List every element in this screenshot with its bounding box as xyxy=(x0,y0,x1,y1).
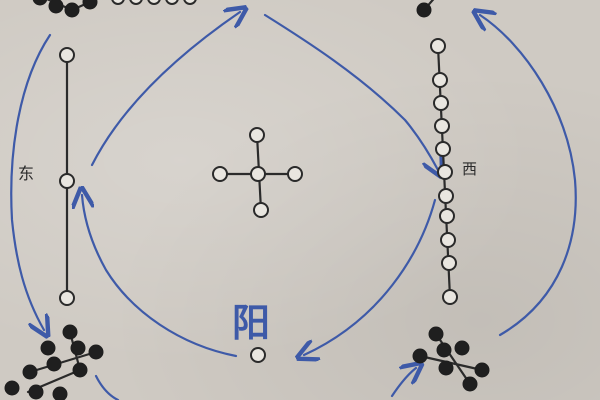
label-east: 东 xyxy=(18,164,35,183)
label-yang: 阳 xyxy=(232,301,271,345)
blue-arrow-top-to-west xyxy=(263,13,438,170)
blue-arrow-east-to-top xyxy=(90,12,240,167)
bottom-single-node xyxy=(250,347,266,363)
blue-arrow-right-up xyxy=(480,15,577,337)
east-vertical-figure xyxy=(59,47,75,306)
blue-arrow-bottom-right-small xyxy=(390,368,416,398)
blue-arrow-west-to-bottom xyxy=(304,198,437,355)
bottom-right-filled-figure xyxy=(412,326,490,392)
blue-arrow-bottom-left-small xyxy=(94,374,120,400)
west-vertical-figure xyxy=(430,38,458,305)
center-cross-figure xyxy=(212,127,303,218)
top-left-filled-figure xyxy=(32,0,98,18)
blue-arrow-bottom-to-east xyxy=(82,195,238,358)
bottom-left-filled-figure xyxy=(4,324,104,400)
top-right-fragment xyxy=(416,0,435,18)
blue-arrow-left-down xyxy=(10,33,52,330)
label-west: 西 xyxy=(462,160,478,178)
top-open-row xyxy=(111,0,197,5)
